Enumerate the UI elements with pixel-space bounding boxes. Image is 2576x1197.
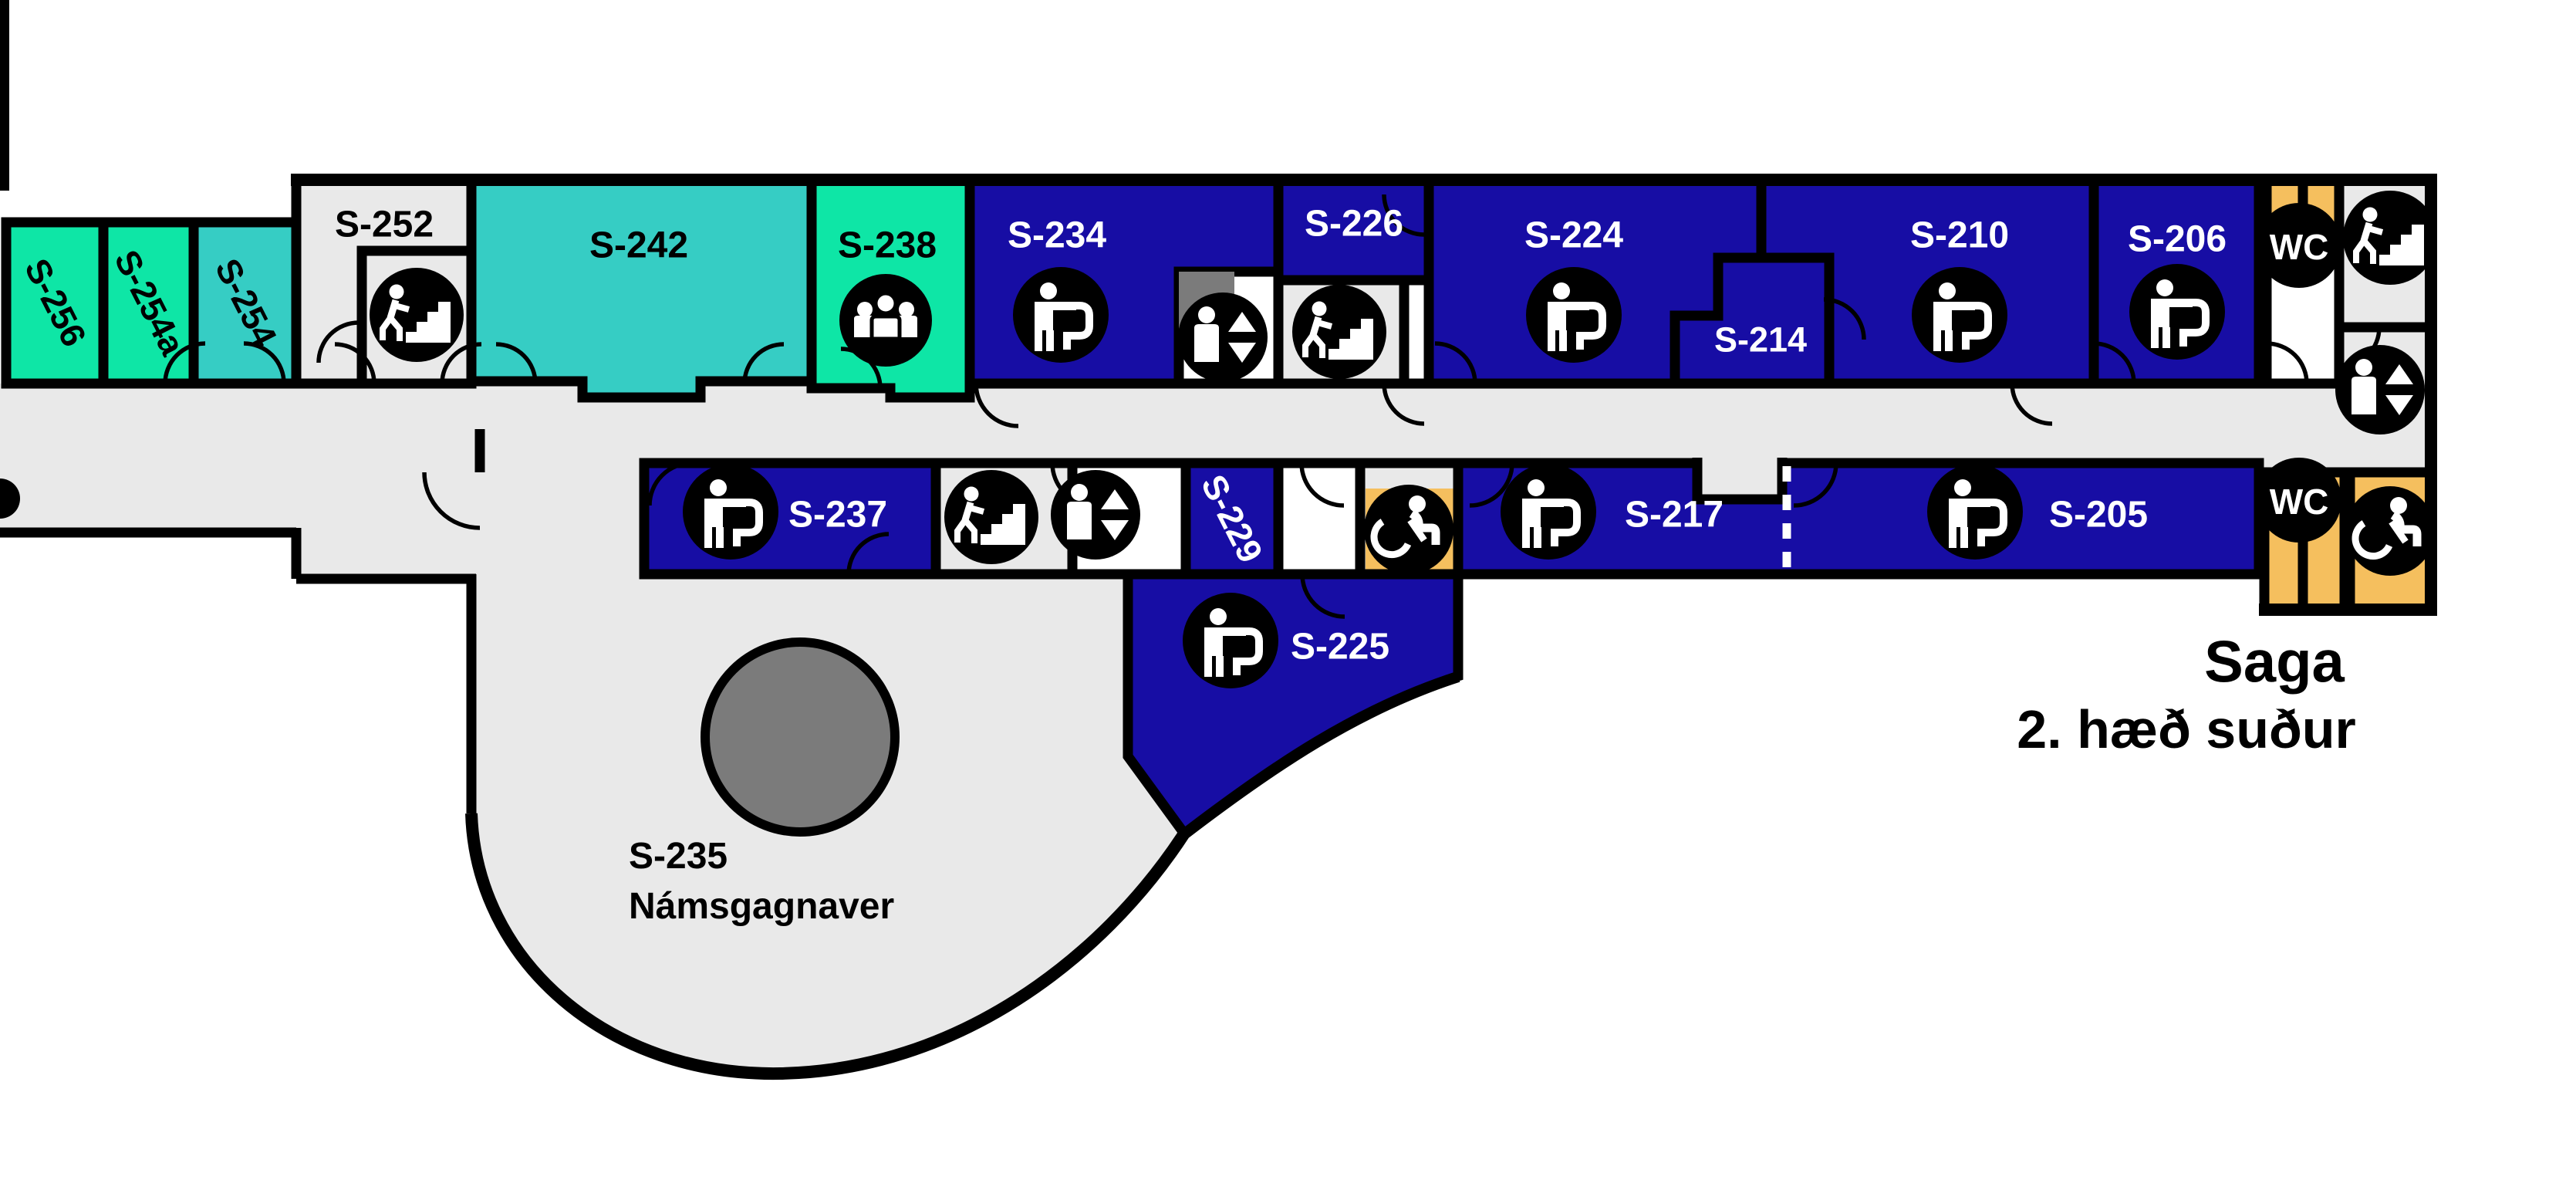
classroom-icon: [683, 464, 778, 560]
label-s242: S-242: [589, 225, 688, 266]
label-s217: S-217: [1625, 495, 1724, 536]
room-s254a: [98, 217, 199, 389]
stairs-icon: [370, 268, 464, 362]
elevator-icon: [1178, 292, 1268, 382]
stairs-icon: [2343, 191, 2437, 285]
corridor-notch: [1692, 458, 1788, 505]
label-s206: S-206: [2128, 219, 2227, 260]
label-s238: S-238: [838, 225, 937, 266]
room-s214: [1670, 252, 1835, 384]
wheelchair-icon: [2345, 486, 2435, 576]
room-s242: [466, 174, 817, 403]
classroom-icon: [1013, 267, 1109, 363]
label-s210: S-210: [1910, 215, 2009, 256]
title-line1: Saga: [2204, 630, 2345, 695]
label-s225: S-225: [1291, 627, 1389, 668]
classroom-icon: [1526, 267, 1622, 363]
label-s214: S-214: [1714, 320, 1807, 360]
people-icon: [839, 274, 932, 367]
label-s205: S-205: [2049, 495, 2148, 536]
elevator-icon: [2335, 345, 2425, 435]
stairs-icon: [1292, 285, 1386, 379]
wc-icon: [2257, 203, 2341, 288]
classroom-icon: [1183, 593, 1278, 688]
room-s229: [1180, 458, 1284, 580]
label-s237: S-237: [788, 495, 887, 536]
label-s235: S-235: [629, 836, 728, 877]
label-s224: S-224: [1524, 215, 1623, 256]
label-s234: S-234: [1008, 215, 1106, 256]
classroom-icon: [2129, 264, 2225, 360]
room-s225: [1123, 569, 1464, 841]
door-arcs: [163, 194, 2382, 619]
label-s235-sub: Námsgagnaver: [629, 886, 894, 927]
title-line2: 2. hæð suður: [2017, 699, 2355, 759]
s235-circle: [701, 637, 900, 837]
label-s252: S-252: [335, 205, 434, 245]
wheelchair-icon: [1364, 485, 1453, 574]
elevator-icon: [1051, 470, 1140, 560]
stairs-icon: [944, 470, 1038, 564]
wc-icon: [2257, 458, 2341, 543]
label-s226: S-226: [1305, 204, 1403, 245]
classroom-icon: [1501, 464, 1596, 560]
classroom-icon: [1912, 267, 2007, 363]
classroom-icon: [1927, 464, 2023, 560]
room-s256: [1, 217, 109, 389]
room-white-2: [1273, 458, 1366, 580]
